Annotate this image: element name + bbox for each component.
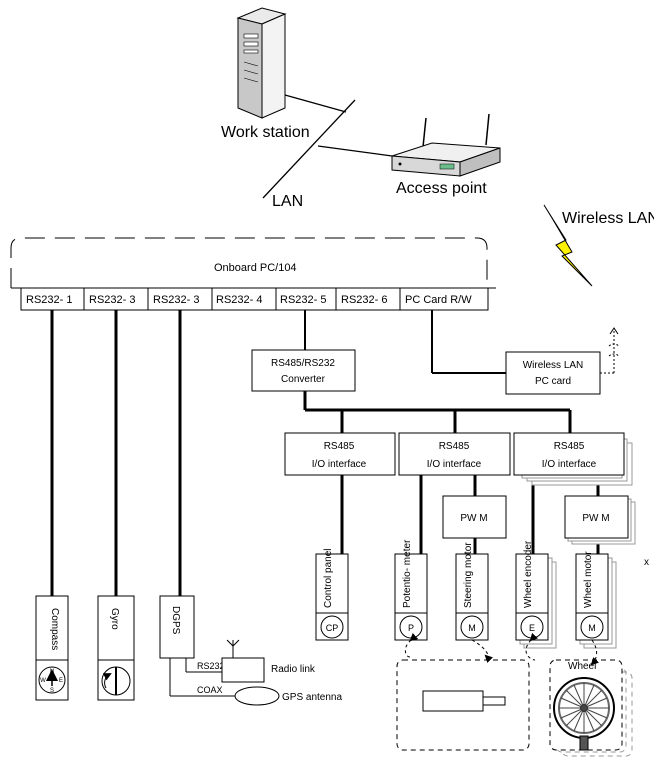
pc104-port-row (20, 287, 489, 311)
gyro-module: Gyro (97, 595, 135, 701)
workstation-label: Work station (221, 124, 310, 141)
pwm-box-2 (564, 495, 629, 539)
workstation-lan-link (284, 94, 347, 113)
cp-badge: CP (326, 623, 339, 633)
control-panel-module: Control panel CP (315, 549, 349, 641)
lightning-icon (543, 204, 593, 287)
io-interface-3 (513, 432, 625, 476)
pc104-title: Onboard PC/104 (214, 262, 297, 274)
x-mark: x (644, 557, 649, 568)
access-point-lan-link (317, 145, 393, 157)
access-point-device (391, 113, 501, 177)
potentiometer-module: Potentio- meter P (394, 539, 428, 641)
io-interface-1 (284, 432, 396, 476)
radio-link-label: Radio link (271, 664, 316, 675)
compass-text: Compass (49, 608, 60, 650)
pwm-label-1: PW M (460, 513, 487, 524)
dgps-wiring (169, 658, 236, 697)
wiring (50, 310, 600, 596)
potentiometer-text: Potentio- meter (402, 539, 413, 608)
io-interface-3-line1: RS485 (554, 441, 585, 452)
coax-label: COAX (197, 685, 223, 695)
converter-line2: Converter (281, 374, 326, 385)
wheel-label: Wheel (568, 661, 596, 672)
wireless-card-line1: Wireless LAN (523, 360, 584, 371)
steering-motor-module: Steering motor M (455, 542, 489, 641)
io-interface-2-line1: RS485 (439, 441, 470, 452)
compass-s: S (50, 688, 54, 694)
gps-antenna-icon (234, 686, 280, 706)
wheel-motor-text: Wheel motor (583, 551, 594, 608)
compass-w: W (40, 678, 46, 684)
pwm-label-2: PW M (582, 513, 609, 524)
steering-motor-text: Steering motor (463, 542, 474, 608)
compass-e: E (59, 678, 63, 684)
io-interface-2 (398, 432, 511, 476)
io-interface-2-line2: I/O interface (427, 459, 482, 470)
gyro-text: Gyro (109, 608, 120, 630)
compass-module: Compass N E S W (35, 595, 69, 701)
steering-motor-badge: M (468, 623, 476, 633)
wireless-card-box (505, 351, 601, 395)
wheel-encoder-text: Wheel encoder (523, 540, 534, 608)
lan-label: LAN (272, 193, 303, 210)
port-rs232-6: RS232- 6 (341, 294, 387, 306)
port-rs232-5: RS232- 5 (280, 294, 326, 306)
io-interface-1-line2: I/O interface (312, 459, 367, 470)
port-pc-card: PC Card R/W (405, 294, 472, 306)
dgps-module: DGPS (159, 595, 195, 659)
compass-n: N (50, 669, 54, 675)
wireless-antenna-icon (600, 327, 620, 374)
wireless-lan-label: Wireless LAN (562, 210, 654, 227)
wheel-motor-badge: M (588, 623, 596, 633)
access-point-label: Access point (396, 180, 487, 197)
pc104-boundary (10, 237, 488, 288)
control-panel-text: Control panel (323, 549, 334, 608)
potentiometer-badge: P (408, 623, 414, 633)
dgps-text: DGPS (170, 606, 181, 635)
port-rs232-4: RS232- 4 (216, 294, 262, 306)
lan-cable (262, 99, 356, 199)
port-rs232-3a: RS232- 3 (89, 294, 135, 306)
pwm-box-1 (442, 495, 507, 539)
wheel-motor-module: Wheel motor M (575, 551, 609, 641)
radio-link-device (221, 639, 265, 683)
port-rs232-1: RS232- 1 (26, 294, 72, 306)
port-rs232-3b: RS232- 3 (153, 294, 199, 306)
wireless-card-line2: PC card (535, 376, 571, 387)
io-interface-3-line2: I/O interface (542, 459, 597, 470)
converter-box (251, 349, 356, 392)
io-interface-1-line1: RS485 (324, 441, 355, 452)
wheel-encoder-badge: E (529, 623, 535, 633)
wheel-icon (553, 677, 615, 751)
workstation (236, 7, 287, 119)
gps-antenna-label: GPS antenna (282, 692, 342, 703)
converter-line1: RS485/RS232 (271, 358, 335, 369)
linear-actuator-icon (422, 690, 506, 712)
wheel-encoder-module: Wheel encoder E (515, 540, 549, 641)
rs232-label: RS232 (197, 661, 225, 671)
